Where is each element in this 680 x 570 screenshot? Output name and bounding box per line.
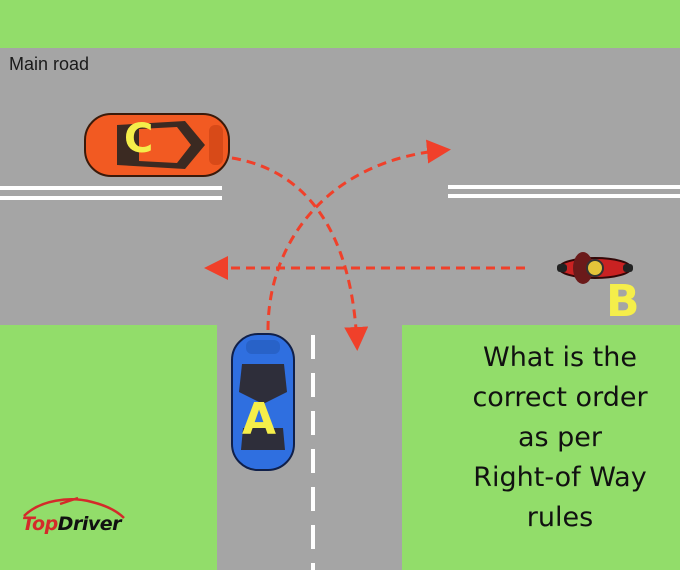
question-text: What is the correct order as per Right-o…: [462, 338, 658, 538]
logo-part1: Top: [22, 513, 58, 535]
main-road-label: Main road: [9, 54, 89, 75]
question-line: What is the: [462, 338, 658, 378]
vehicle-a-label: A: [242, 394, 276, 445]
vehicle-c-label: C: [124, 116, 153, 162]
question-line: Right-of Way: [462, 458, 658, 498]
question-line: correct order: [462, 378, 658, 418]
logo-part2: Driver: [58, 513, 121, 535]
car-c: [85, 114, 229, 176]
vehicle-b-label: B: [606, 276, 640, 327]
logo: TopDriver: [22, 513, 121, 535]
question-line: rules: [462, 498, 658, 538]
question-line: as per: [462, 418, 658, 458]
